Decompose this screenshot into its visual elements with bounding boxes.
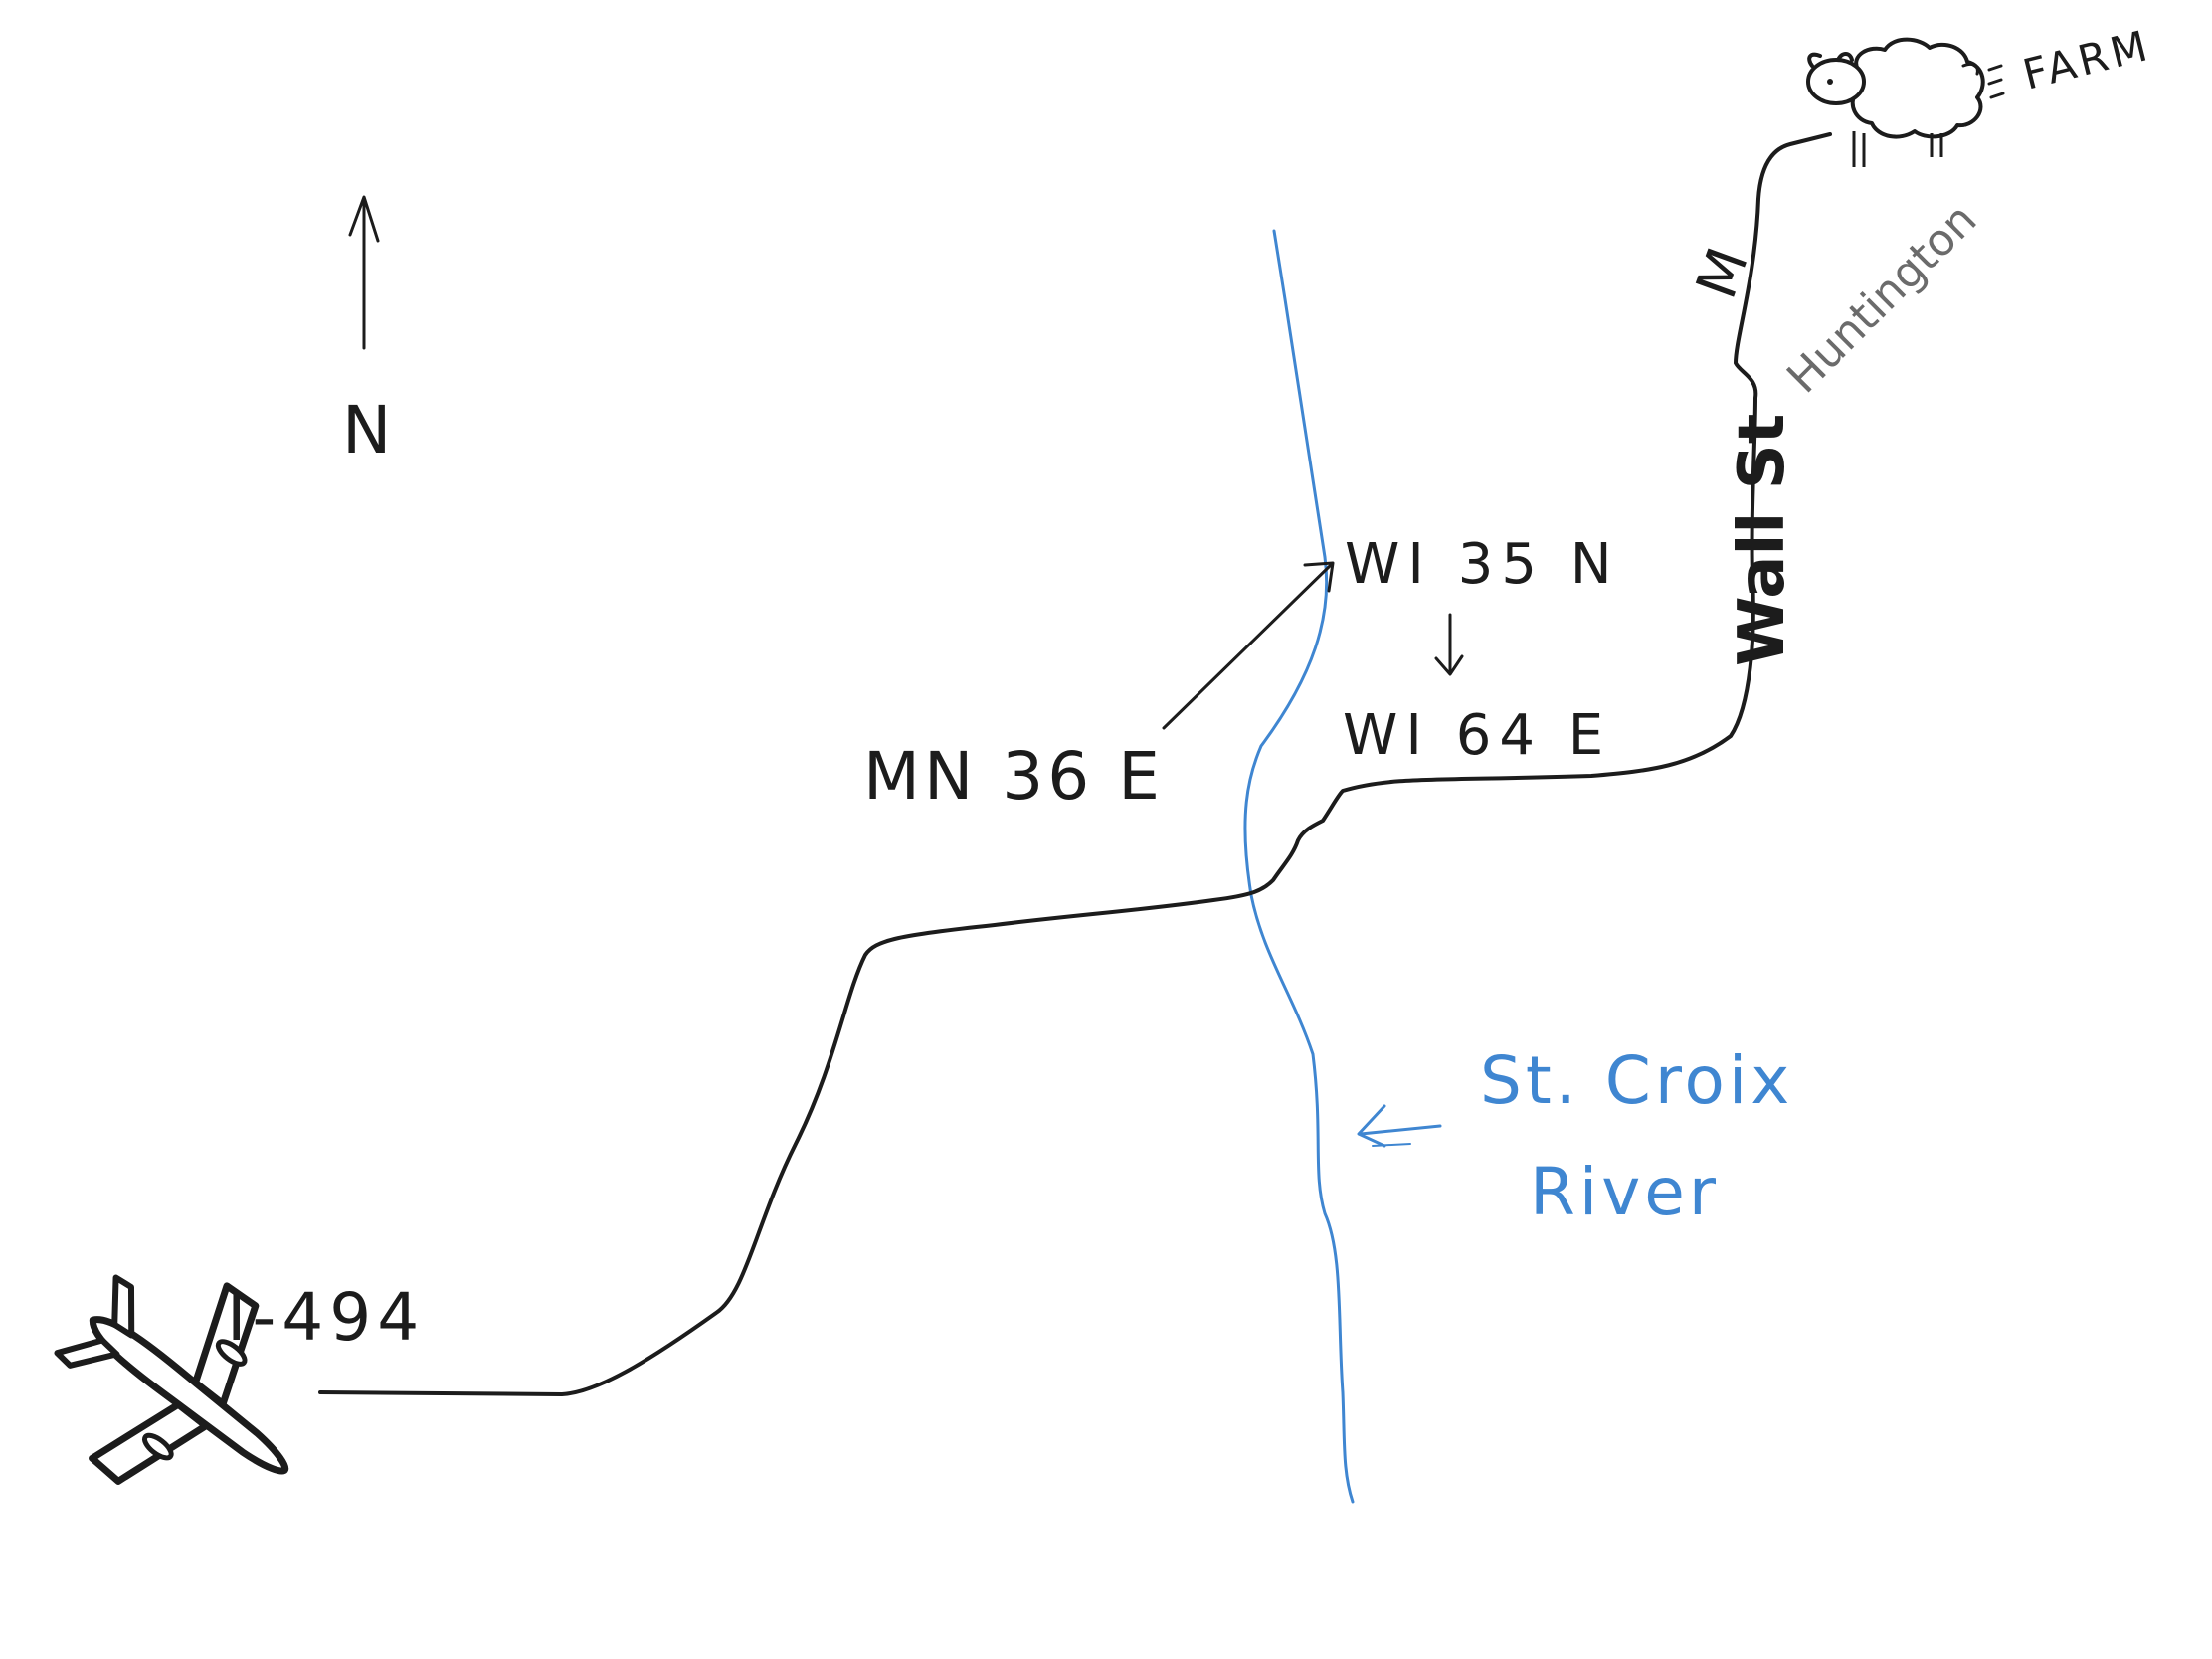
mn36-label: MN 36 E <box>863 738 1164 815</box>
i494-label: I-494 <box>227 1279 426 1356</box>
route-line <box>318 132 1832 1396</box>
wi64-label: WI 64 E <box>1343 703 1612 768</box>
river-pointer-arrow <box>1357 1104 1442 1148</box>
wi35-label: WI 35 N <box>1345 532 1620 597</box>
river-name-line2: River <box>1530 1154 1720 1230</box>
wi35-to-wi64-arrow <box>1434 613 1464 676</box>
wall-st-label: Wall St <box>1726 413 1799 666</box>
mn36-to-wi35-arrow <box>1162 561 1335 730</box>
st-croix-river-line <box>1243 229 1355 1504</box>
airplane-icon <box>54 1274 289 1485</box>
north-label: N <box>342 392 392 468</box>
sheep-icon <box>1806 37 2005 167</box>
north-arrow-icon <box>348 195 380 350</box>
river-name-line1: St. Croix <box>1480 1042 1794 1119</box>
